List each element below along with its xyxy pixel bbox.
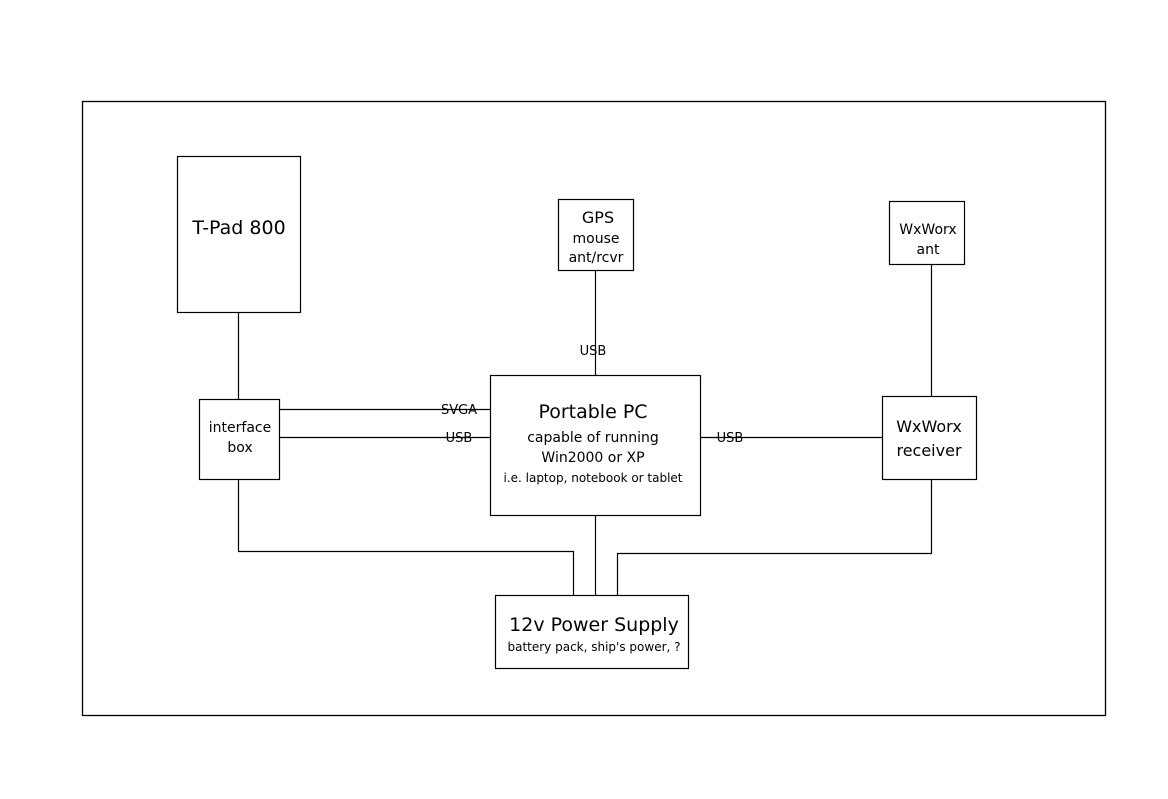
interface-line-1: interface [209,420,271,436]
power-supply-node: 12v Power Supply battery pack, ship's po… [494,594,690,670]
gps-node: GPS mouse ant/rcvr [557,198,635,272]
label-interface-usb: USB [446,431,473,446]
interface-box-node: interface box [198,398,281,481]
wxworx-ant-line-1: WxWorx [899,222,956,238]
interface-line-2: box [227,440,252,456]
gps-line-2: ant/rcvr [569,250,624,266]
pc-line-2: Win2000 or XP [541,450,644,466]
tpad-title: T-Pad 800 [191,217,285,239]
label-svga: SVGA [441,403,477,418]
wxworx-receiver-node: WxWorx receiver [881,395,978,481]
power-title: 12v Power Supply [509,614,679,636]
wire-receiver-power [616,479,933,595]
diagram-frame [81,100,1107,717]
gps-line-1: mouse [573,231,620,247]
label-wxworx-usb: USB [717,431,744,446]
portable-pc-node: Portable PC capable of running Win2000 o… [489,374,702,517]
gps-title: GPS [582,208,614,227]
receiver-line-1: WxWorx [896,417,962,436]
power-note: battery pack, ship's power, ? [507,640,680,654]
pc-line-1: capable of running [527,430,659,446]
pc-title: Portable PC [538,401,647,423]
label-gps-usb: USB [580,344,607,359]
wxworx-ant-node: WxWorx ant [888,200,966,266]
tpad-node: T-Pad 800 [176,155,302,314]
pc-note: i.e. laptop, notebook or tablet [503,471,682,485]
wxworx-ant-line-2: ant [917,242,940,258]
wire-interface-power [237,479,575,595]
receiver-line-2: receiver [896,441,961,460]
